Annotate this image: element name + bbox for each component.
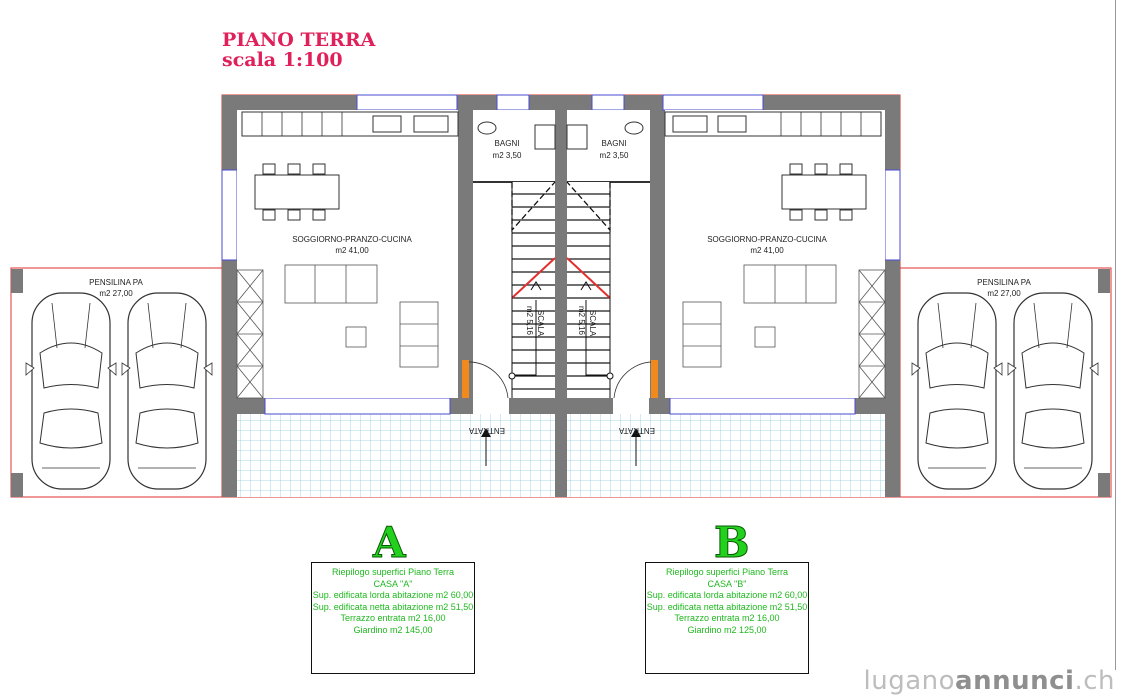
terrace-left bbox=[222, 414, 555, 497]
summary-heading: Riepilogo superfici Piano Terra bbox=[666, 567, 788, 577]
plan-scale: scala 1:100 bbox=[222, 49, 343, 71]
living-left-area: m2 41,00 bbox=[335, 246, 369, 255]
watermark-part1: lugano bbox=[863, 666, 956, 696]
summary-garden: Giardino m2 125,00 bbox=[687, 624, 767, 635]
stairs-right bbox=[567, 182, 610, 398]
carport-right-name: PENSILINA PA bbox=[977, 278, 1031, 287]
bagni-right-name: BAGNI bbox=[602, 139, 627, 148]
carport-left-area: m2 27,00 bbox=[99, 289, 133, 298]
terrace-right bbox=[567, 414, 900, 497]
stair-left-dim: m2 5,16 bbox=[525, 306, 534, 335]
windows bbox=[221, 94, 901, 415]
carport-left-name: PENSILINA PA bbox=[89, 278, 143, 287]
entrance-right-label: ENTRATA bbox=[618, 426, 655, 435]
dining-table bbox=[254, 163, 867, 221]
door-left bbox=[462, 360, 469, 398]
stair-right-label: SCALA bbox=[588, 310, 597, 337]
summary-house: CASA "B" bbox=[707, 578, 747, 589]
summary-net: Sup. edificata netta abitazione m2 51,50 bbox=[646, 601, 808, 612]
bagni-left-name: BAGNI bbox=[495, 139, 520, 148]
storage bbox=[236, 269, 886, 399]
house-letter-b: B bbox=[714, 518, 750, 567]
stairs-left bbox=[512, 182, 555, 398]
car-icon bbox=[911, 292, 1003, 490]
page-border bbox=[1115, 0, 1116, 670]
watermark-part2: annunci bbox=[955, 666, 1075, 696]
car-icon bbox=[1007, 292, 1099, 490]
watermark-part3: .ch bbox=[1074, 666, 1115, 696]
entrance-left-label: ENTRATA bbox=[468, 426, 505, 435]
summary-terrace: Terrazzo entrata m2 16,00 bbox=[340, 613, 446, 623]
living-left-name: SOGGIORNO-PRANZO-CUCINA bbox=[292, 235, 412, 244]
summary-terrace: Terrazzo entrata m2 16,00 bbox=[674, 613, 780, 623]
living-right-area: m2 41,00 bbox=[750, 246, 784, 255]
carport-right-area: m2 27,00 bbox=[987, 289, 1021, 298]
summary-box-b: Riepilogo superfici Piano Terra CASA "B"… bbox=[645, 562, 809, 674]
summary-house: CASA "A" bbox=[373, 578, 413, 589]
summary-heading: Riepilogo superfici Piano Terra bbox=[332, 567, 454, 577]
car-icon bbox=[25, 292, 117, 490]
summary-gross: Sup. edificata lorda abitazione m2 60,00 bbox=[646, 590, 808, 600]
living-right-name: SOGGIORNO-PRANZO-CUCINA bbox=[707, 235, 827, 244]
door-right bbox=[651, 360, 658, 398]
house-letter-a: A bbox=[373, 518, 407, 567]
car-icon bbox=[121, 292, 213, 490]
site-watermark: luganoannunci.ch bbox=[864, 666, 1116, 696]
bagni-left-area: m2 3,50 bbox=[493, 151, 522, 160]
summary-net: Sup. edificata netta abitazione m2 51,50 bbox=[312, 601, 474, 612]
stair-right-dim: m2 5,16 bbox=[577, 306, 586, 335]
stair-left-label: SCALA bbox=[536, 310, 545, 337]
summary-box-a: Riepilogo superfici Piano Terra CASA "A"… bbox=[311, 562, 475, 674]
plan-title: PIANO TERRA bbox=[222, 29, 376, 51]
bagni-right-area: m2 3,50 bbox=[600, 151, 629, 160]
sofa bbox=[284, 264, 837, 368]
summary-gross: Sup. edificata lorda abitazione m2 60,00 bbox=[312, 590, 474, 600]
summary-garden: Giardino m2 145,00 bbox=[353, 624, 433, 635]
